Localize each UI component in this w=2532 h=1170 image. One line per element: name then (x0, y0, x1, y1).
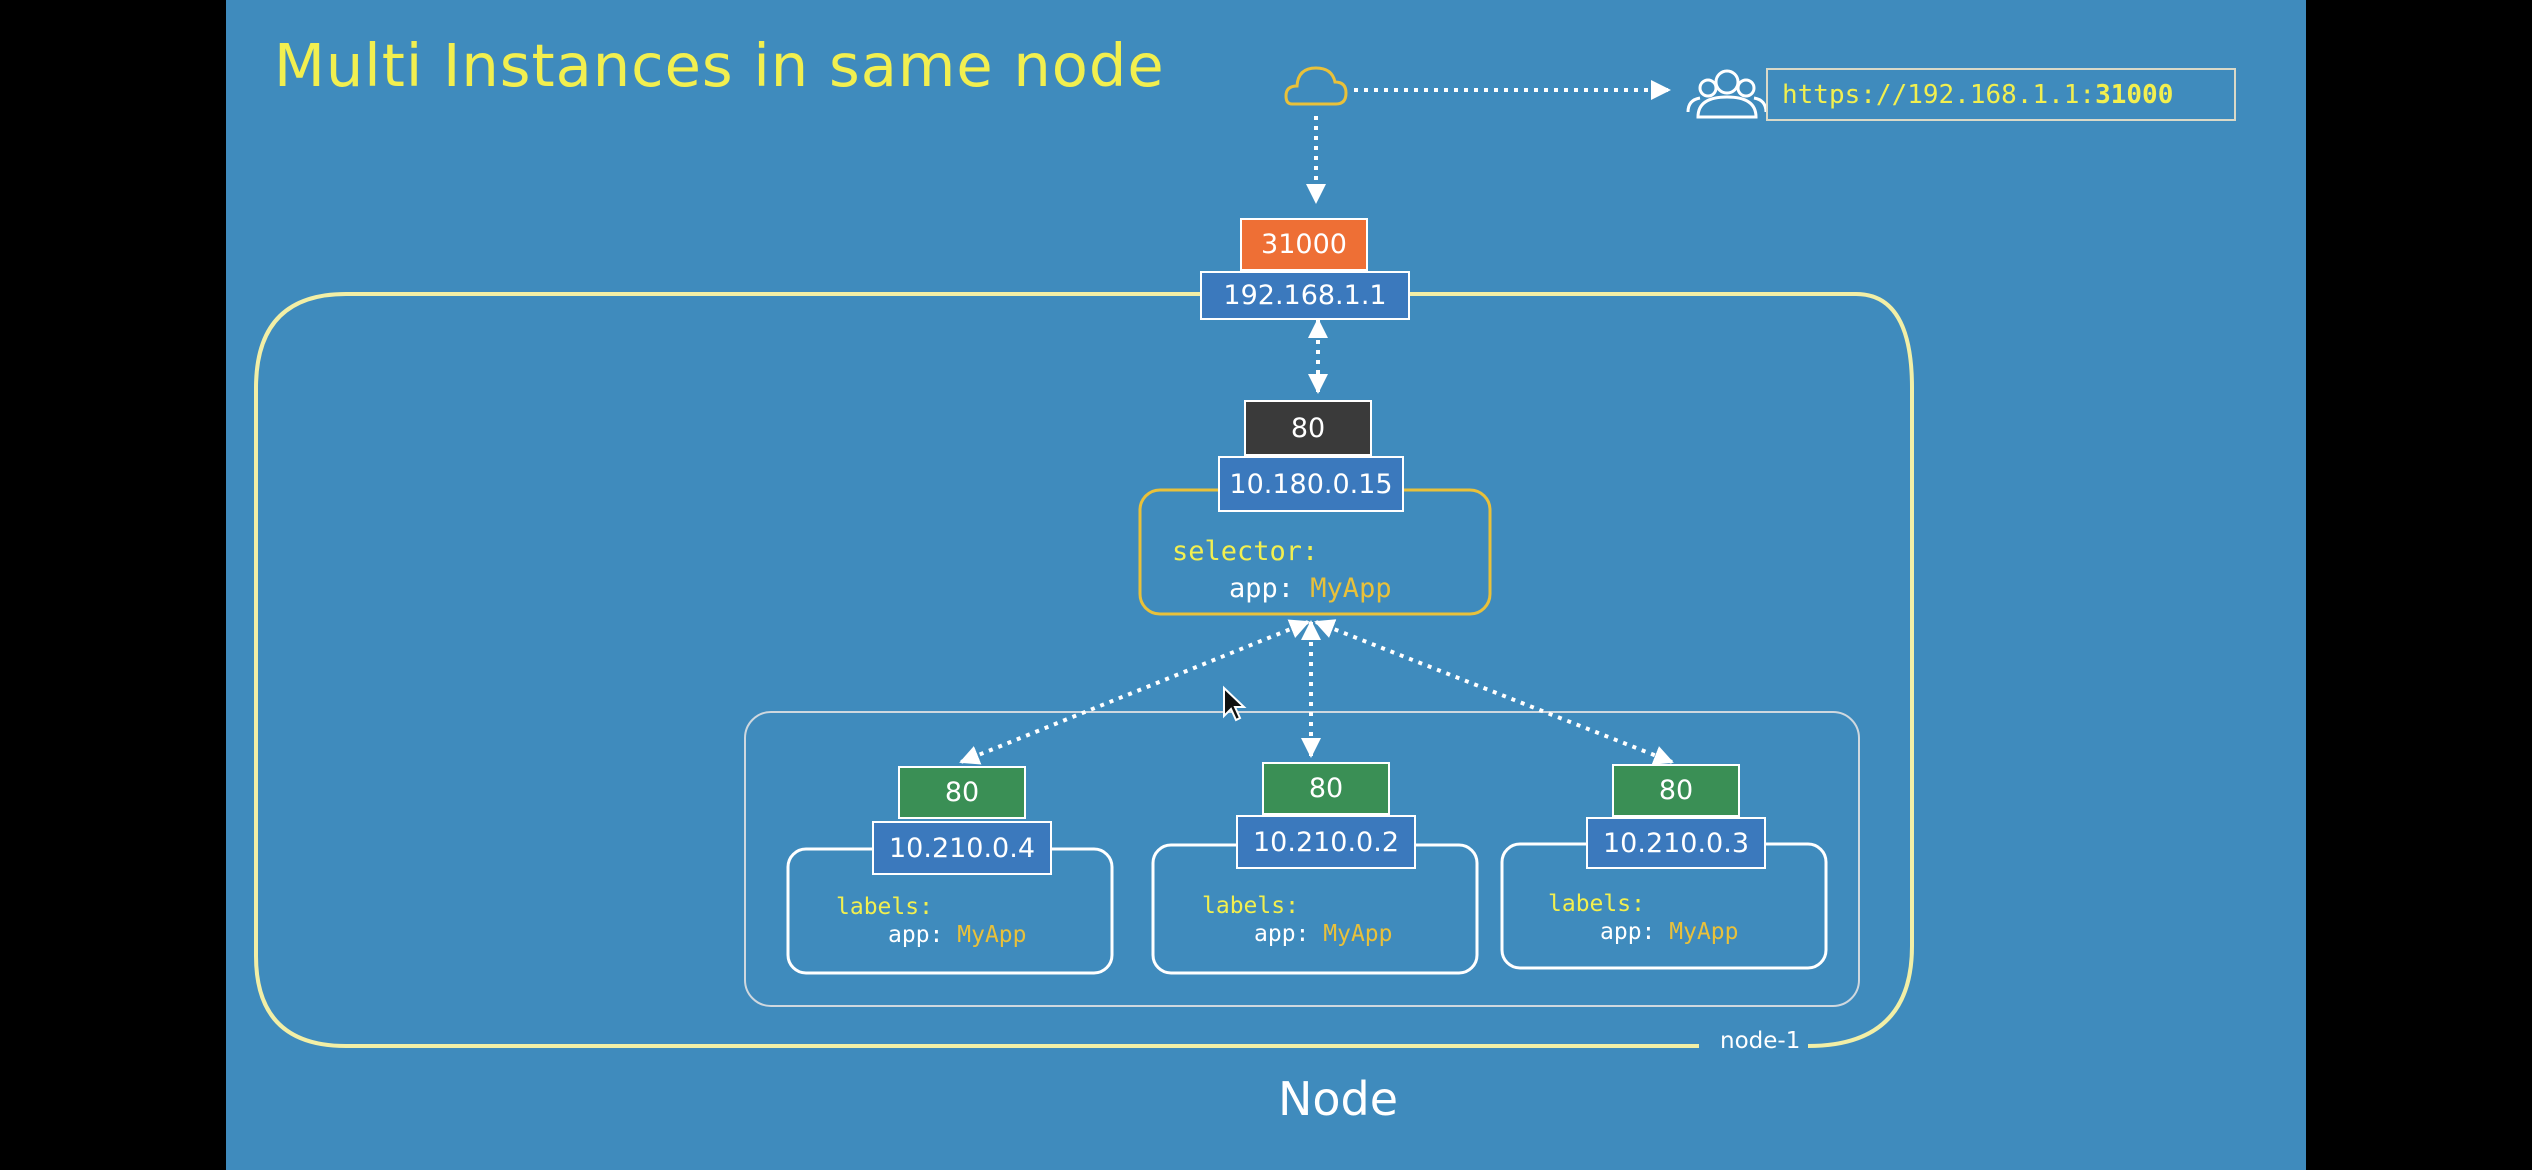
arrow-service-to-pod-3 (1314, 619, 1674, 765)
node-ip-box: 192.168.1.1 (1200, 271, 1410, 320)
user-icon (1686, 69, 1768, 119)
pod-labels-key: labels: (836, 894, 933, 920)
url-box: https://192.168.1.1:31000 (1766, 68, 2236, 121)
pod-ip-box: 10.210.0.4 (872, 821, 1052, 875)
pod-ip-box: 10.210.0.3 (1586, 817, 1766, 869)
pod-label-row: app: MyApp (888, 924, 1027, 947)
url-prefix: https://192.168.1.1: (1782, 79, 2096, 110)
node-caption: Node (1278, 1072, 1399, 1126)
pod-label-key: app: (888, 922, 944, 948)
service-port-box: 80 (1244, 400, 1372, 456)
pod-port-box: 80 (898, 766, 1026, 819)
pod-label-row: app: MyApp (1600, 921, 1739, 944)
pod-label-key: app: (1254, 921, 1310, 947)
nodeport-box: 31000 (1240, 218, 1368, 271)
slide: Multi Instances in same node https://192… (226, 0, 2306, 1170)
pod-port-box: 80 (1612, 764, 1740, 817)
node-name-label: node-1 (1720, 1028, 1801, 1054)
pod-port-box: 80 (1262, 762, 1390, 815)
url-port: 31000 (2095, 79, 2174, 110)
pod-ip-box: 10.210.0.2 (1236, 815, 1416, 869)
pod-label-value: MyApp (957, 922, 1027, 948)
selector-label-value: MyApp (1310, 573, 1392, 604)
selector-label-key: app: (1229, 573, 1295, 604)
pod-labels-key: labels: (1548, 891, 1645, 917)
node-border (254, 292, 1914, 1048)
cloud-icon (1284, 66, 1348, 106)
slide-title: Multi Instances in same node (274, 31, 1165, 100)
arrow-service-to-pod-1 (959, 619, 1310, 765)
selector-key: selector: (1172, 536, 1319, 567)
pod-label-key: app: (1600, 919, 1656, 945)
pod-label-value: MyApp (1323, 921, 1393, 947)
pod-label-value: MyApp (1669, 919, 1739, 945)
selector-label-row: app: MyApp (1229, 575, 1392, 602)
service-ip-box: 10.180.0.15 (1218, 456, 1404, 512)
pod-label-row: app: MyApp (1254, 923, 1393, 946)
pod-labels-key: labels: (1202, 893, 1299, 919)
mouse-cursor-icon (1223, 685, 1247, 722)
